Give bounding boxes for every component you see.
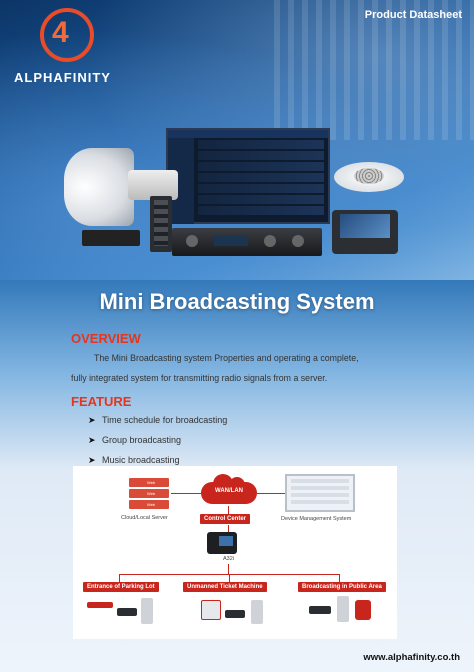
server-label: Web	[147, 491, 156, 496]
feature-item-label: Music broadcasting	[102, 455, 180, 465]
feature-heading: FEATURE	[71, 394, 132, 409]
connector-line	[228, 564, 229, 574]
connector-line	[229, 574, 230, 582]
phone-model-label: A32i	[223, 556, 235, 562]
router-image	[82, 230, 140, 246]
management-screen-icon	[285, 474, 355, 512]
hero-banner: 4 ALPHAFINITY Product Datasheet	[0, 0, 474, 280]
intercom-icon	[337, 596, 349, 622]
intercom-icon	[141, 598, 153, 624]
company-logo: 4 ALPHAFINITY	[14, 8, 134, 88]
feature-item: ➤ Time schedule for broadcasting	[88, 415, 227, 426]
server-label: Web	[147, 480, 156, 485]
server-icon: Web Web Web	[129, 478, 169, 510]
rack-amplifier-image	[172, 228, 322, 256]
zone-tag-ticket: Unmanned Ticket Machine	[183, 582, 267, 592]
network-switch-ports	[154, 200, 168, 246]
overview-heading: OVERVIEW	[71, 331, 141, 346]
horn-speaker-body	[128, 170, 178, 200]
speaker-icon	[355, 600, 371, 620]
paging-console-screen	[340, 214, 390, 238]
hero-decoration	[274, 0, 474, 140]
ceiling-speaker-grill	[354, 168, 384, 184]
amplifier-icon	[225, 610, 245, 618]
arrow-bullet-icon: ➤	[88, 455, 96, 465]
connector-line	[119, 574, 120, 582]
connector-line	[339, 574, 340, 582]
connector-line	[228, 525, 229, 532]
intercom-icon	[251, 600, 263, 624]
ticket-machine-icon	[201, 600, 221, 620]
connector-line	[171, 493, 201, 494]
cloud-icon	[201, 474, 257, 504]
connector-line	[228, 506, 229, 514]
feature-item: ➤ Music broadcasting	[88, 455, 180, 466]
amplifier-icon	[309, 606, 331, 614]
horn-speaker-image	[64, 148, 134, 226]
cloud-server-label: Cloud/Local Server	[121, 515, 168, 521]
overview-text-line1: The Mini Broadcasting system Properties …	[94, 353, 359, 363]
logo-mark: 4	[52, 16, 69, 49]
datasheet-label: Product Datasheet	[364, 9, 462, 21]
footer-url[interactable]: www.alphafinity.co.th	[363, 652, 460, 663]
arrow-bullet-icon: ➤	[88, 435, 96, 445]
barrier-gate-icon	[87, 602, 113, 608]
wan-lan-label: WAN/LAN	[215, 488, 243, 494]
page-title: Mini Broadcasting System	[99, 289, 375, 314]
feature-item-label: Time schedule for broadcasting	[102, 415, 228, 425]
system-diagram: Web Web Web Cloud/Local Server WAN/LAN D…	[73, 466, 397, 639]
server-label: Web	[147, 502, 156, 507]
software-monitor-image	[166, 128, 330, 224]
logo-brand-text: ALPHAFINITY	[14, 70, 111, 85]
control-center-tag: Control Center	[200, 514, 250, 524]
connector-line	[257, 493, 285, 494]
feature-item-label: Group broadcasting	[102, 435, 182, 445]
amplifier-icon	[117, 608, 137, 616]
overview-text-line2: fully integrated system for transmitting…	[71, 373, 328, 383]
zone-tag-parking: Entrance of Parking Lot	[83, 582, 159, 592]
logo-ring	[40, 8, 94, 62]
device-management-label: Device Management System	[281, 516, 352, 522]
feature-item: ➤ Group broadcasting	[88, 435, 181, 446]
ip-phone-screen	[219, 536, 233, 546]
zone-tag-public: Broadcasting in Public Area	[298, 582, 386, 592]
arrow-bullet-icon: ➤	[88, 415, 96, 425]
